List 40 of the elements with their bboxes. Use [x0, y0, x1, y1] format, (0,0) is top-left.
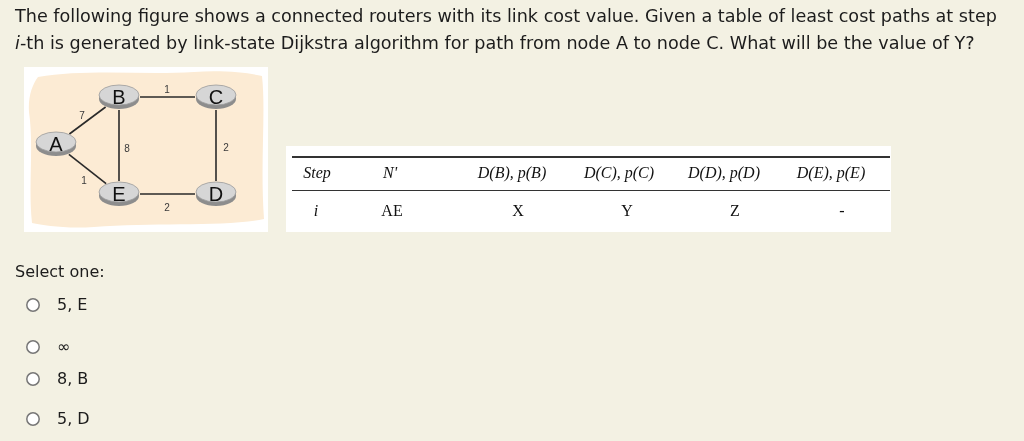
- edge-label: 7: [79, 109, 85, 121]
- edge-label: 1: [81, 174, 87, 186]
- option-label: ∞: [57, 337, 71, 357]
- router-label: C: [208, 87, 224, 107]
- question-text: The following figure shows a connected routers with its link cost value. Given a table of least cost paths at step i-th is generated by link-state Dijkstra algorithm for path from node A to node C. What will be the value of Y?: [15, 5, 998, 55]
- table-value: X: [512, 202, 524, 220]
- prompt-text: Select one:: [15, 262, 105, 282]
- table-value: Z: [730, 202, 740, 220]
- column-header: Step: [303, 164, 331, 182]
- column-header: N': [382, 164, 398, 182]
- router-node: [195, 181, 237, 207]
- router-node: [35, 131, 77, 157]
- option-label: 5, D: [57, 409, 90, 429]
- column-header: D(B), p(B): [477, 164, 547, 182]
- router-node: [98, 181, 140, 207]
- edge-label: 2: [223, 141, 229, 153]
- column-header: D(E), p(E): [796, 164, 866, 182]
- column-header: D(C), p(C): [583, 164, 655, 182]
- link-line: [68, 106, 107, 135]
- link-line: [139, 96, 196, 98]
- link-line: [118, 109, 120, 182]
- table-value: -: [839, 202, 845, 220]
- table-value: i: [313, 202, 319, 220]
- link-line: [215, 109, 217, 182]
- router-label: A: [49, 134, 63, 154]
- edge-label: 8: [124, 142, 130, 154]
- router-label: B: [112, 87, 126, 107]
- link-line: [139, 193, 196, 195]
- router-label: D: [208, 184, 224, 204]
- column-header: D(D), p(D): [688, 164, 760, 182]
- router-label: E: [112, 184, 126, 204]
- table-value: AE: [381, 202, 403, 220]
- edge-label: 2: [164, 201, 170, 213]
- option-label: 8, B: [57, 369, 89, 389]
- link-line: [68, 153, 107, 185]
- table-value: Y: [621, 202, 633, 220]
- option-label: 5, E: [57, 295, 88, 315]
- edge-label: 1: [164, 83, 170, 95]
- router-node: [195, 84, 237, 110]
- router-node: [98, 84, 140, 110]
